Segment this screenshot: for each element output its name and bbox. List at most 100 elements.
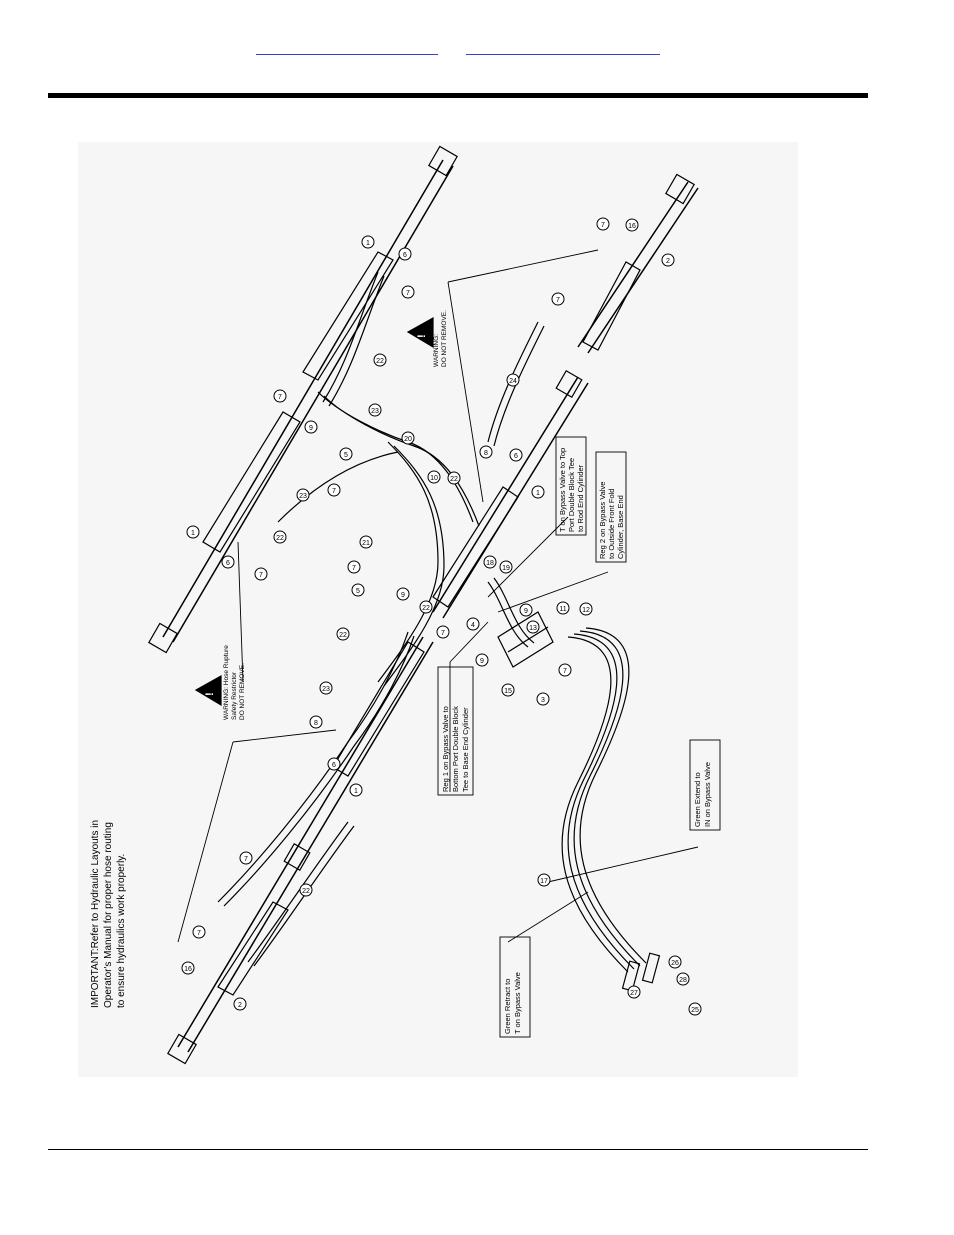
svg-text:19: 19	[502, 565, 510, 572]
balloon-16: 16	[181, 961, 195, 975]
important-note-line3: to ensure hydraulics work properly.	[116, 854, 127, 1008]
balloon-2: 2	[233, 997, 247, 1011]
balloon-7: 7	[436, 625, 450, 639]
balloon-7: 7	[254, 567, 268, 581]
svg-text:9: 9	[524, 608, 528, 615]
balloon-27: 27	[627, 985, 641, 999]
header-link-left[interactable]	[256, 40, 438, 55]
svg-text:27: 27	[630, 990, 638, 997]
balloon-22: 22	[273, 530, 287, 544]
balloon-25: 25	[688, 1002, 702, 1016]
header-link-right[interactable]	[466, 40, 660, 55]
balloon-11: 11	[556, 601, 570, 615]
balloon-23: 23	[296, 488, 310, 502]
svg-text:1: 1	[354, 788, 358, 795]
svg-text:6: 6	[226, 560, 230, 567]
callout-t-bypass-line3: to Rod End Cylinder	[576, 464, 585, 532]
balloon-9: 9	[304, 420, 318, 434]
balloon-1: 1	[186, 525, 200, 539]
svg-text:22: 22	[376, 358, 384, 365]
svg-text:22: 22	[450, 476, 458, 483]
svg-text:28: 28	[679, 977, 687, 984]
balloon-24: 24	[506, 373, 520, 387]
balloon-1: 1	[531, 485, 545, 499]
cylinder-center	[432, 370, 589, 619]
svg-text:3: 3	[541, 697, 545, 704]
balloon-3: 3	[536, 692, 550, 706]
svg-text:7: 7	[244, 856, 248, 863]
svg-text:7: 7	[601, 222, 605, 229]
svg-text:!: !	[204, 692, 216, 696]
svg-text:5: 5	[344, 452, 348, 459]
balloon-28: 28	[676, 972, 690, 986]
callout-reg2-line1: Reg 2 on Bypass Valve	[598, 482, 607, 559]
balloon-5: 5	[339, 447, 353, 461]
callout-box-green-extend	[689, 739, 721, 831]
balloon-21: 21	[359, 535, 373, 549]
svg-text:8: 8	[484, 450, 488, 457]
callout-box-reg2	[595, 451, 627, 563]
svg-text:6: 6	[514, 453, 518, 460]
svg-text:11: 11	[559, 606, 566, 613]
balloon-22: 22	[336, 627, 350, 641]
balloon-7: 7	[192, 925, 206, 939]
svg-text:7: 7	[197, 930, 201, 937]
svg-text:22: 22	[276, 535, 284, 542]
svg-text:25: 25	[691, 1007, 699, 1014]
svg-text:15: 15	[504, 688, 512, 695]
callout-box-reg1	[437, 666, 474, 796]
balloon-7: 7	[273, 389, 287, 403]
balloon-22: 22	[299, 883, 313, 897]
svg-text:5: 5	[356, 588, 360, 595]
couplers	[621, 952, 661, 992]
svg-text:1: 1	[366, 240, 370, 247]
balloon-9: 9	[475, 653, 489, 667]
balloon-5: 5	[351, 583, 365, 597]
balloon-22: 22	[447, 471, 461, 485]
balloon-6: 6	[509, 448, 523, 462]
warning-upper-line2: DO NOT REMOVE.	[441, 310, 448, 367]
balloon-8: 8	[309, 715, 323, 729]
balloon-1: 1	[349, 783, 363, 797]
svg-text:18: 18	[486, 560, 494, 567]
svg-text:!: !	[416, 334, 428, 338]
svg-text:7: 7	[352, 565, 356, 572]
svg-text:7: 7	[332, 488, 336, 495]
cylinder-upper-left	[148, 145, 458, 654]
callout-box-t-bypass	[555, 436, 587, 536]
callout-reg1-line1: Reg 1 on Bypass Valve to	[441, 706, 450, 792]
svg-text:7: 7	[563, 668, 567, 675]
svg-text:24: 24	[509, 378, 517, 385]
warning-left-line3: DO NOT REMOVE.	[239, 663, 246, 720]
callout-t-bypass-line2: Port Double Block Tee	[567, 458, 576, 532]
balloon-7: 7	[401, 285, 415, 299]
svg-text:6: 6	[332, 762, 336, 769]
balloon-17: 17	[537, 873, 551, 887]
callout-reg1-line3: Tee to Base End Cylinder	[461, 707, 470, 792]
balloon-7: 7	[558, 663, 572, 677]
bottom-rule	[48, 1149, 868, 1150]
balloon-13: 13	[526, 620, 540, 634]
cylinder-lower-left	[167, 636, 434, 1065]
cylinder-right	[577, 173, 699, 354]
warning-icon	[406, 316, 434, 349]
svg-text:4: 4	[471, 622, 475, 629]
svg-text:6: 6	[403, 252, 407, 259]
balloon-23: 23	[368, 403, 382, 417]
svg-text:13: 13	[529, 625, 537, 632]
balloon-26: 26	[668, 955, 682, 969]
svg-text:22: 22	[422, 605, 430, 612]
svg-text:22: 22	[302, 888, 310, 895]
svg-text:16: 16	[628, 223, 636, 230]
balloon-15: 15	[501, 683, 515, 697]
warning-left-line1: WARNING: Hose Rupture	[223, 645, 230, 720]
balloon-16: 16	[625, 218, 639, 232]
bypass-valve	[497, 611, 554, 668]
svg-text:7: 7	[406, 290, 410, 297]
balloon-8: 8	[479, 445, 493, 459]
balloon-6: 6	[221, 555, 235, 569]
callout-box-green-retract	[499, 936, 531, 1038]
balloon-22: 22	[373, 353, 387, 367]
balloon-23: 23	[319, 681, 333, 695]
svg-text:1: 1	[191, 530, 195, 537]
